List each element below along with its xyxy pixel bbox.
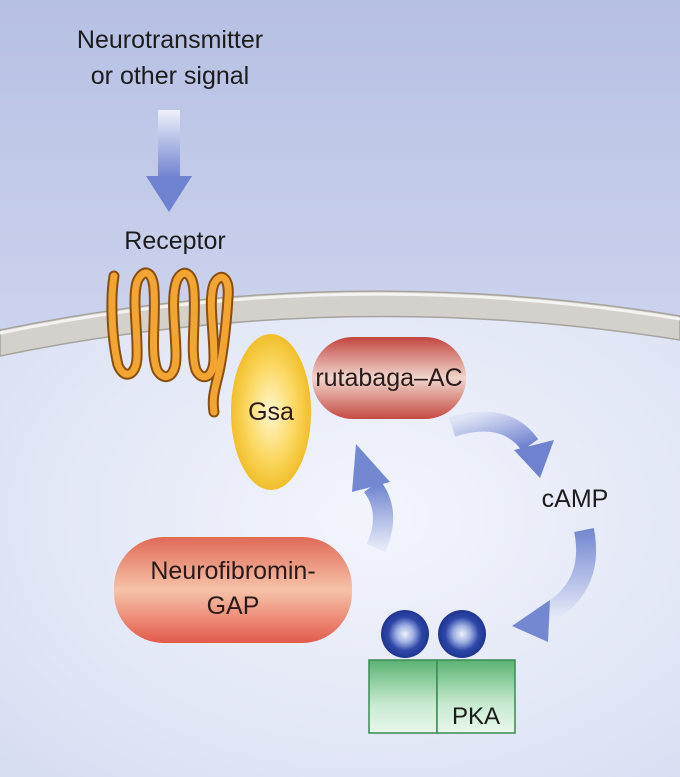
adenylyl-cyclase-label: rutabaga–AC	[315, 364, 463, 392]
pka-regulatory-ring-left	[381, 610, 429, 658]
pka-regulatory-ring-right	[438, 610, 486, 658]
camp-label: cAMP	[541, 485, 609, 513]
pka-label: PKA	[451, 703, 501, 730]
neurofibromin-label-line1: Neurofibromin-	[150, 557, 316, 585]
arrow-camp-to-pka	[512, 528, 597, 642]
gsa-protein	[231, 334, 311, 490]
receptor-label: Receptor	[124, 227, 226, 255]
adenylyl-cyclase-shape	[312, 337, 466, 419]
arrow-neurofibromin-to-gsa	[352, 444, 394, 553]
neurofibromin-label-line2: GAP	[206, 592, 260, 620]
signal-label-line1: Neurotransmitter	[76, 26, 264, 54]
pka-subunit-right	[436, 659, 516, 734]
pka-subunit-left	[368, 659, 438, 734]
signal-label-line2: or other signal	[90, 62, 250, 90]
signal-arrow	[146, 110, 192, 212]
pka-complex	[368, 610, 516, 734]
membrane-highlight	[0, 292, 680, 335]
receptor-protein	[106, 267, 234, 418]
arrow-ac-to-camp	[448, 411, 554, 478]
gsa-label: Gsa	[248, 398, 294, 426]
neurofibromin-shape	[114, 537, 352, 643]
